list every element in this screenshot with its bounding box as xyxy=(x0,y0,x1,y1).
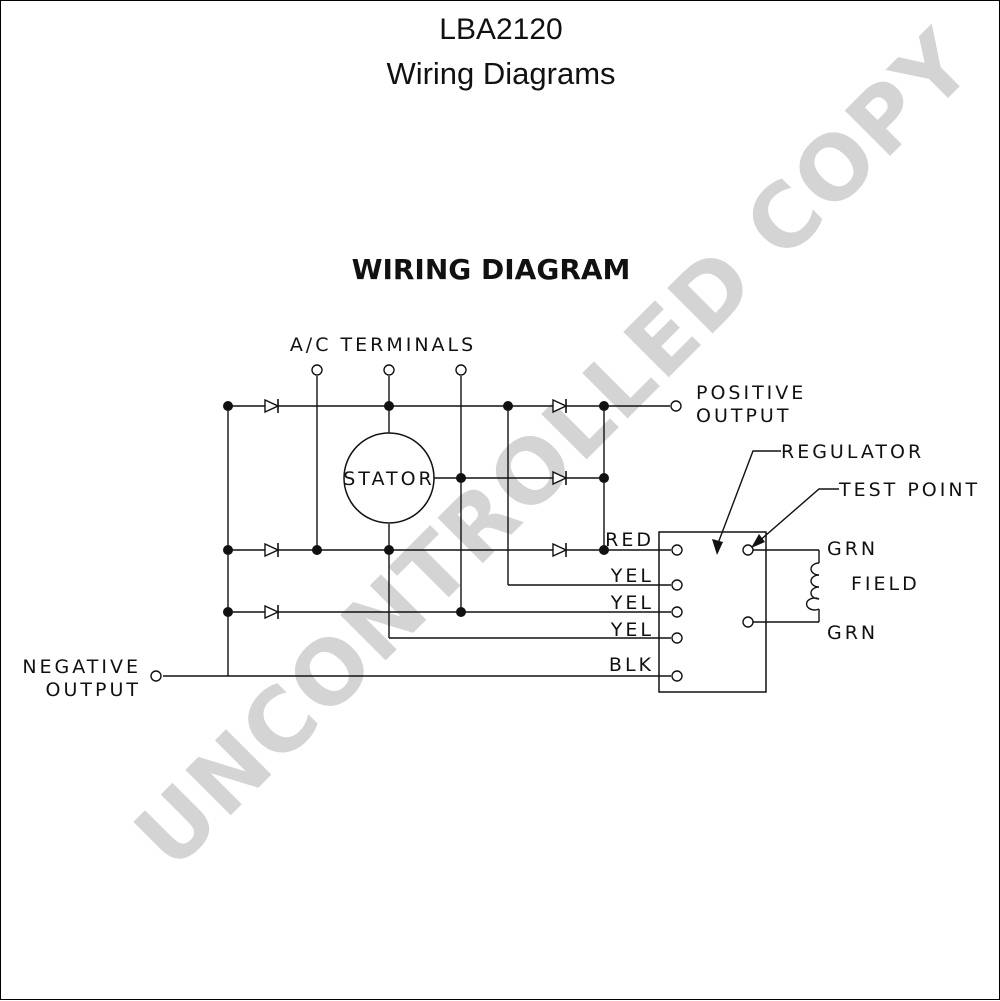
junction-dot xyxy=(599,401,609,411)
diode-icon xyxy=(264,542,280,558)
junction-dot xyxy=(599,545,609,555)
test-point-arrow-icon xyxy=(751,534,765,548)
positive-output-label: OUTPUT xyxy=(696,405,791,427)
wire-label-yel: YEL xyxy=(610,592,654,614)
positive-output-terminal xyxy=(670,400,682,412)
regulator-blk-terminal xyxy=(671,670,683,682)
wires xyxy=(163,376,820,677)
junction-dot xyxy=(599,473,609,483)
regulator-arrow-icon xyxy=(712,539,723,555)
wire-label-yel: YEL xyxy=(610,565,654,587)
junction-dot xyxy=(312,545,322,555)
diodes xyxy=(264,398,568,620)
test-point-label: TEST POINT xyxy=(838,479,980,501)
page-title: LBA2120 xyxy=(439,13,563,46)
regulator-label: REGULATOR xyxy=(781,441,924,463)
junction-dot xyxy=(384,401,394,411)
ac-terminal-3 xyxy=(455,364,467,376)
positive-output-label: POSITIVE xyxy=(696,382,806,404)
wire-label-red: RED xyxy=(605,529,654,551)
negative-output-terminal xyxy=(150,670,162,682)
ac-terminal-1 xyxy=(311,364,323,376)
regulator-yel-terminal-3 xyxy=(671,632,683,644)
diode-icon xyxy=(552,542,568,558)
wire-label-grn: GRN xyxy=(827,538,878,560)
diode-icon xyxy=(264,398,280,414)
page-subtitle: Wiring Diagrams xyxy=(386,56,616,91)
stator-circle xyxy=(343,432,435,524)
field-label: FIELD xyxy=(851,573,920,595)
junction-dot xyxy=(223,607,233,617)
terminals xyxy=(150,364,754,682)
regulator-field-terminal xyxy=(742,616,754,628)
diagram-heading: WIRING DIAGRAM xyxy=(352,253,631,286)
wire-label-blk: BLK xyxy=(609,654,654,676)
diode-icon xyxy=(552,470,568,486)
diode-icon xyxy=(264,604,280,620)
ac-terminal-2 xyxy=(383,364,395,376)
negative-output-label: NEGATIVE xyxy=(22,656,141,678)
diode-icon xyxy=(552,398,568,414)
ac-terminals-label: A/C TERMINALS xyxy=(290,334,476,356)
regulator-yel-terminal-1 xyxy=(671,579,683,591)
junction-dot xyxy=(456,473,466,483)
junction-dots xyxy=(223,401,609,617)
regulator-box xyxy=(658,531,767,693)
test-point-leader-line xyxy=(757,488,839,543)
leader-lines xyxy=(712,450,839,555)
regulator-yel-terminal-2 xyxy=(671,606,683,618)
negative-output-label: OUTPUT xyxy=(46,679,141,701)
wire-label-grn: GRN xyxy=(827,622,878,644)
test-point-terminal xyxy=(742,544,754,556)
junction-dot xyxy=(503,401,513,411)
field-coil-icon xyxy=(805,562,820,611)
regulator-red-terminal xyxy=(671,544,683,556)
junction-dot xyxy=(456,607,466,617)
junction-dot xyxy=(223,545,233,555)
regulator-leader-line xyxy=(716,450,781,547)
junction-dot xyxy=(223,401,233,411)
wire-label-yel: YEL xyxy=(610,619,654,641)
junction-dot xyxy=(384,545,394,555)
stator-label: STATOR xyxy=(343,468,434,490)
